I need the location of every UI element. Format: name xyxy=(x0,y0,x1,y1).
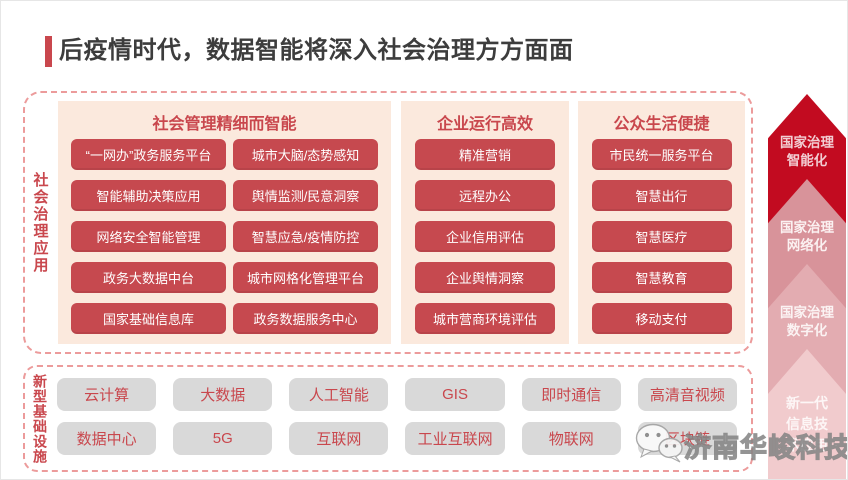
panel-header: 公众生活便捷 xyxy=(613,116,710,133)
app-item: 智慧医疗 xyxy=(591,221,732,252)
panel-enterprise: 企业运行高效 精准营销 远程办公 企业信用评估 企业舆情洞察 城市营商环境评估 xyxy=(401,101,569,344)
panel-header: 社会管理精细而智能 xyxy=(152,116,297,133)
app-item: 智慧出行 xyxy=(591,180,732,211)
app-item: 智慧教育 xyxy=(591,262,732,293)
infra-item: 区块链 xyxy=(637,422,737,455)
infra-item: 云计算 xyxy=(57,378,157,411)
panel-header: 企业运行高效 xyxy=(436,116,533,133)
app-item: 移动支付 xyxy=(591,303,732,334)
app-item: 智慧应急/疫情防控 xyxy=(233,221,378,252)
app-item: 城市营商环境评估 xyxy=(415,303,555,334)
ladder-step-label-line: 智能化 xyxy=(786,153,828,168)
governance-ladder: 国家治理 智能化 国家治理 网络化 国家治理 数字化 新一代 信息技 术应用 xyxy=(768,1,846,479)
ladder-step-label-line: 国家治理 xyxy=(780,220,834,235)
app-item: 城市大脑/态势感知 xyxy=(233,139,378,170)
app-item: 舆情监测/民意洞察 xyxy=(233,180,378,211)
panel-public-life: 公众生活便捷 市民统一服务平台 智慧出行 智慧医疗 智慧教育 移动支付 xyxy=(578,101,745,344)
ladder-step-label-line: 国家治理 xyxy=(780,305,834,320)
infra-item: 大数据 xyxy=(173,378,273,411)
ladder-step-label-line: 数字化 xyxy=(786,323,828,338)
ladder-step-label-line: 新一代 xyxy=(786,395,828,411)
infrastructure-grid: 云计算 大数据 人工智能 GIS 即时通信 高清音视频 数据中心 5G 互联网 … xyxy=(57,378,737,455)
app-item: 智能辅助决策应用 xyxy=(71,180,226,211)
app-item: 远程办公 xyxy=(415,180,555,211)
app-item: 国家基础信息库 xyxy=(71,303,226,334)
page-title: 后疫情时代，数据智能将深入社会治理方方面面 xyxy=(59,37,574,64)
app-item: 市民统一服务平台 xyxy=(591,139,732,170)
ladder-step-label-line: 术应用 xyxy=(786,437,828,453)
ladder-step-label-line: 信息技 xyxy=(786,416,828,432)
ladder-step-label-line: 网络化 xyxy=(786,238,828,253)
app-item: 政务数据服务中心 xyxy=(233,303,378,334)
app-item: 精准营销 xyxy=(415,139,555,170)
app-item: “一网办”政务服务平台 xyxy=(71,139,226,170)
app-item: 城市网格化管理平台 xyxy=(233,262,378,293)
app-item: 企业舆情洞察 xyxy=(415,262,555,293)
infra-item: 工业互联网 xyxy=(405,422,505,455)
app-item: 网络安全智能管理 xyxy=(71,221,226,252)
ladder-step-label-line: 国家治理 xyxy=(780,135,834,150)
infra-item: 互联网 xyxy=(289,422,389,455)
infra-item: 数据中心 xyxy=(57,422,157,455)
title-accent-bar xyxy=(45,36,52,67)
infra-item: 物联网 xyxy=(521,422,621,455)
governance-side-label: 社会治理应用 xyxy=(31,171,49,274)
infra-item: 高清音视频 xyxy=(637,378,737,411)
app-item: 政务大数据中台 xyxy=(71,262,226,293)
infra-item: 5G xyxy=(173,422,273,455)
infra-item: GIS xyxy=(405,378,505,411)
panel-social-management: 社会管理精细而智能 “一网办”政务服务平台 智能辅助决策应用 网络安全智能管理 … xyxy=(58,101,391,344)
infrastructure-side-label: 新型基础设施 xyxy=(32,373,48,464)
infra-item: 人工智能 xyxy=(289,378,389,411)
app-item: 企业信用评估 xyxy=(415,221,555,252)
infra-item: 即时通信 xyxy=(521,378,621,411)
